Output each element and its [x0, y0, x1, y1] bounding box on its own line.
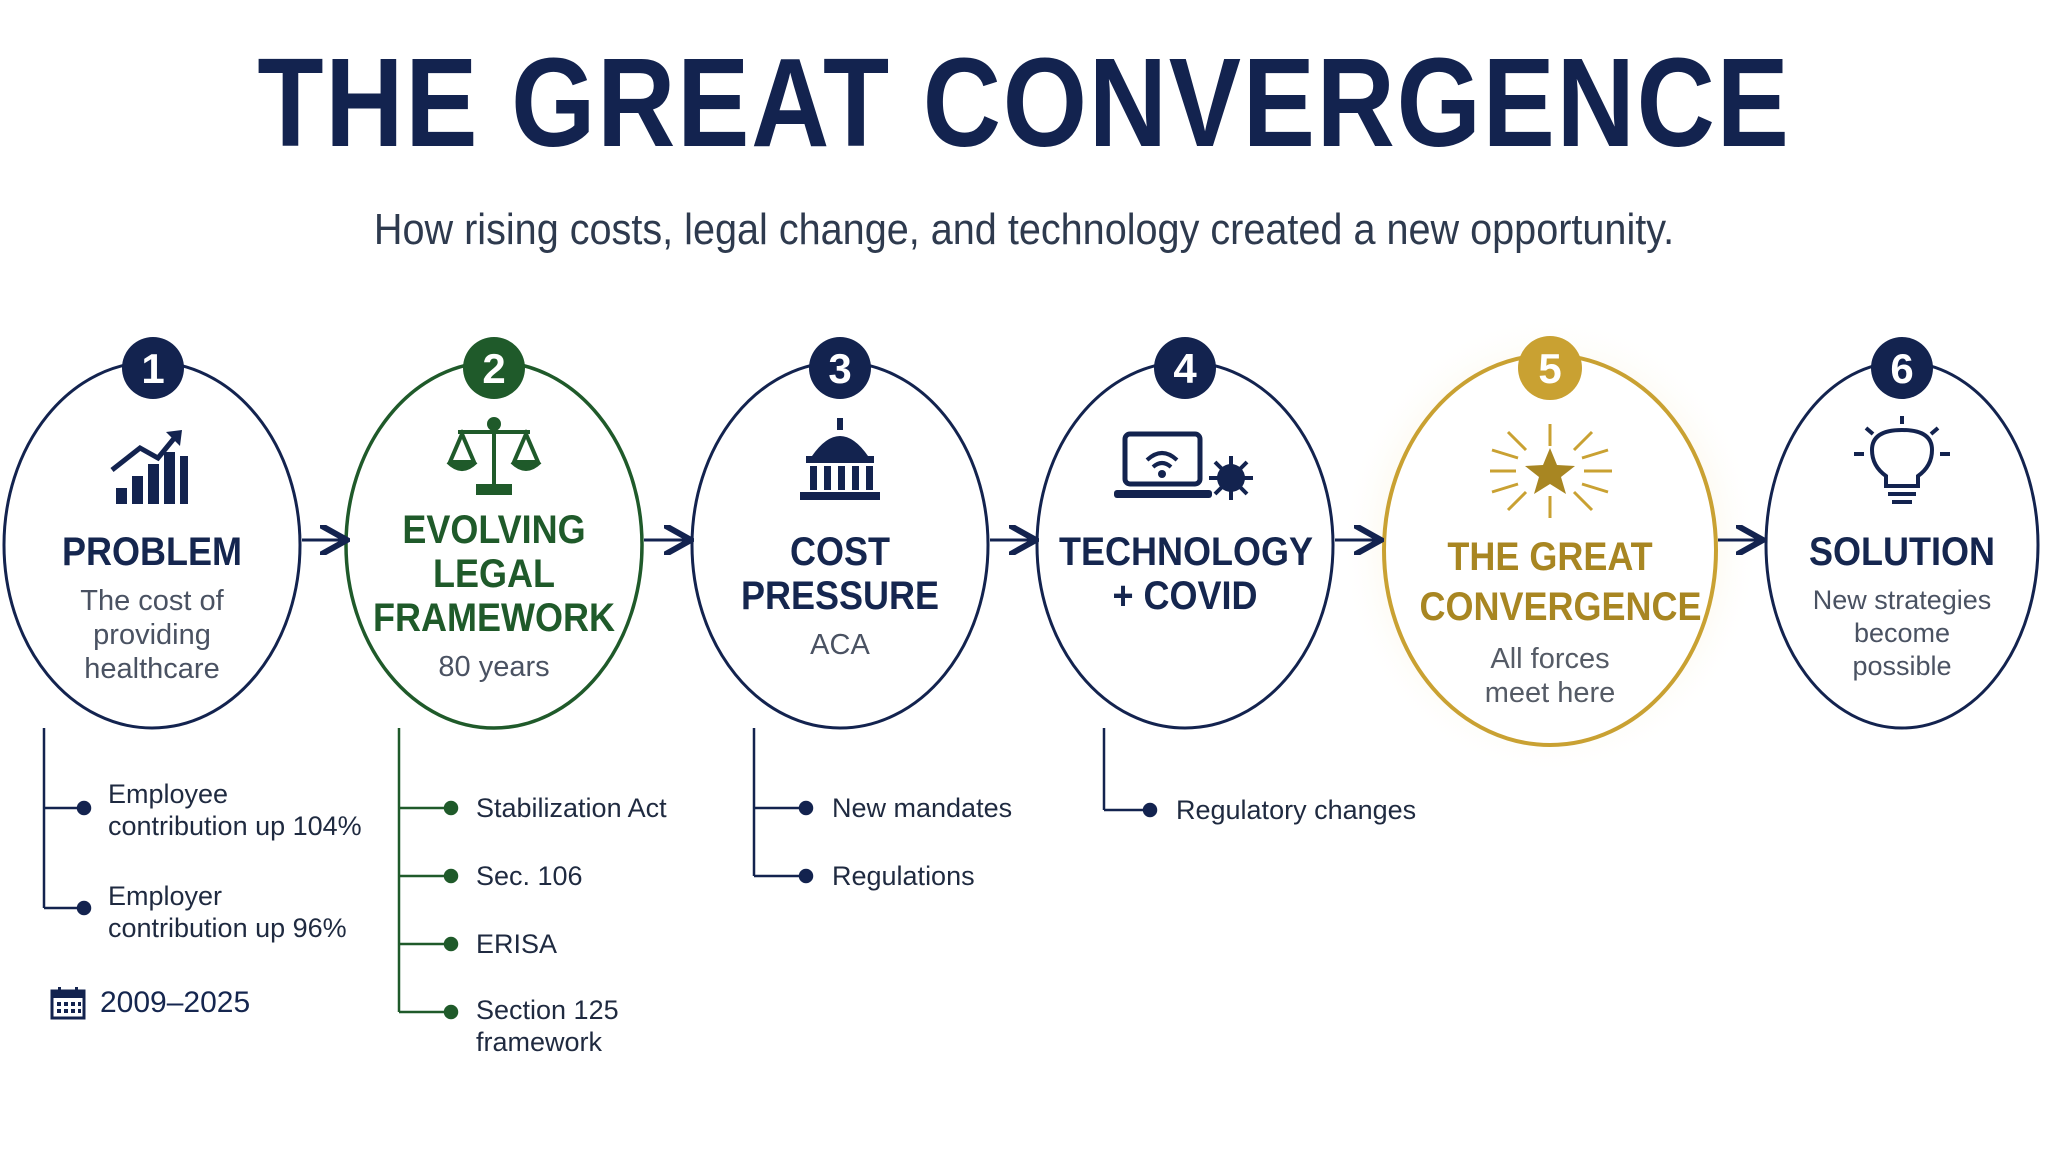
- step-4-name-line-2: + COVID: [1112, 574, 1258, 618]
- star-burst-icon: [1490, 424, 1612, 518]
- lightbulb-icon: [1854, 416, 1950, 504]
- scales-of-justice-icon: [446, 417, 542, 495]
- step-4-detail-1: Regulatory changes: [1176, 795, 1417, 825]
- step-4-connectors: [1102, 728, 1158, 818]
- step-4-name-line-1: TECHNOLOGY: [1059, 530, 1314, 574]
- step-2-detail-3: ERISA: [476, 929, 558, 959]
- step-5-text: THE GREAT CONVERGENCE All forces meet he…: [1405, 532, 1702, 710]
- calendar-icon: [50, 987, 86, 1020]
- step-5-name-line-2: CONVERGENCE: [1419, 585, 1702, 629]
- step-6-text: SOLUTION New strategies become possible: [1780, 530, 2024, 683]
- step-1-desc: The cost of providing healthcare: [80, 585, 224, 685]
- step-1-text: PROBLEM The cost of providing healthcare: [20, 530, 284, 686]
- step-3-name-line-2: PRESSURE: [740, 574, 940, 618]
- step-2-name-line-1: EVOLVING: [402, 508, 586, 552]
- step-1-detail-2: Employer contribution up 96%: [108, 881, 347, 943]
- step-4-text: TECHNOLOGY + COVID: [1045, 530, 1325, 618]
- step-2-name-line-2: LEGAL: [432, 552, 555, 596]
- step-2-detail-4: Section 125 framework: [476, 995, 619, 1057]
- bar-chart-trend-icon: [110, 430, 188, 504]
- page-title: THE GREAT CONVERGENCE: [257, 32, 1791, 173]
- step-3-badge: 3: [809, 337, 871, 399]
- step-1-name: PROBLEM: [62, 530, 243, 574]
- step-1-date-range: 2009–2025: [50, 986, 250, 1020]
- capitol-building-icon: [800, 418, 880, 500]
- step-1-connectors: [42, 728, 92, 916]
- step-5-name-line-1: THE GREAT: [1447, 535, 1653, 579]
- step-2-desc: 80 years: [438, 651, 550, 683]
- step-3-number: 3: [828, 345, 851, 392]
- step-2-detail-2: Sec. 106: [476, 861, 583, 891]
- step-3-detail-1: New mandates: [832, 793, 1013, 823]
- step-3-text: COST PRESSURE ACA: [700, 530, 980, 662]
- step-3-desc: ACA: [810, 629, 870, 661]
- step-4-badge: 4: [1154, 337, 1216, 399]
- step-3-name-line-1: COST: [789, 530, 891, 574]
- step-6-badge: 6: [1871, 337, 1933, 399]
- step-2-detail-1: Stabilization Act: [476, 793, 667, 823]
- step-6-desc: New strategies become possible: [1812, 585, 1992, 681]
- date-range-text: 2009–2025: [100, 986, 251, 1019]
- step-2-text: EVOLVING LEGAL FRAMEWORK 80 years: [354, 508, 634, 684]
- step-3-connectors: [752, 728, 814, 884]
- step-2-name-line-3: FRAMEWORK: [373, 596, 615, 640]
- laptop-virus-icon: [1114, 431, 1253, 500]
- step-5-desc: All forces meet here: [1484, 643, 1616, 709]
- step-1-number: 1: [141, 345, 164, 392]
- step-2-number: 2: [482, 345, 505, 392]
- step-1-badge: 1: [122, 337, 184, 399]
- step-2-connectors: [397, 728, 459, 1020]
- step-5-badge: 5: [1518, 336, 1582, 400]
- step-3-detail-2: Regulations: [832, 861, 975, 891]
- step-4-number: 4: [1173, 345, 1197, 392]
- step-1-detail-1: Employee contribution up 104%: [108, 779, 362, 841]
- step-6-number: 6: [1890, 345, 1913, 392]
- step-5-number: 5: [1538, 345, 1561, 392]
- step-2-badge: 2: [463, 337, 525, 399]
- step-6-name: SOLUTION: [1808, 530, 1995, 574]
- page-subtitle: How rising costs, legal change, and tech…: [373, 205, 1675, 254]
